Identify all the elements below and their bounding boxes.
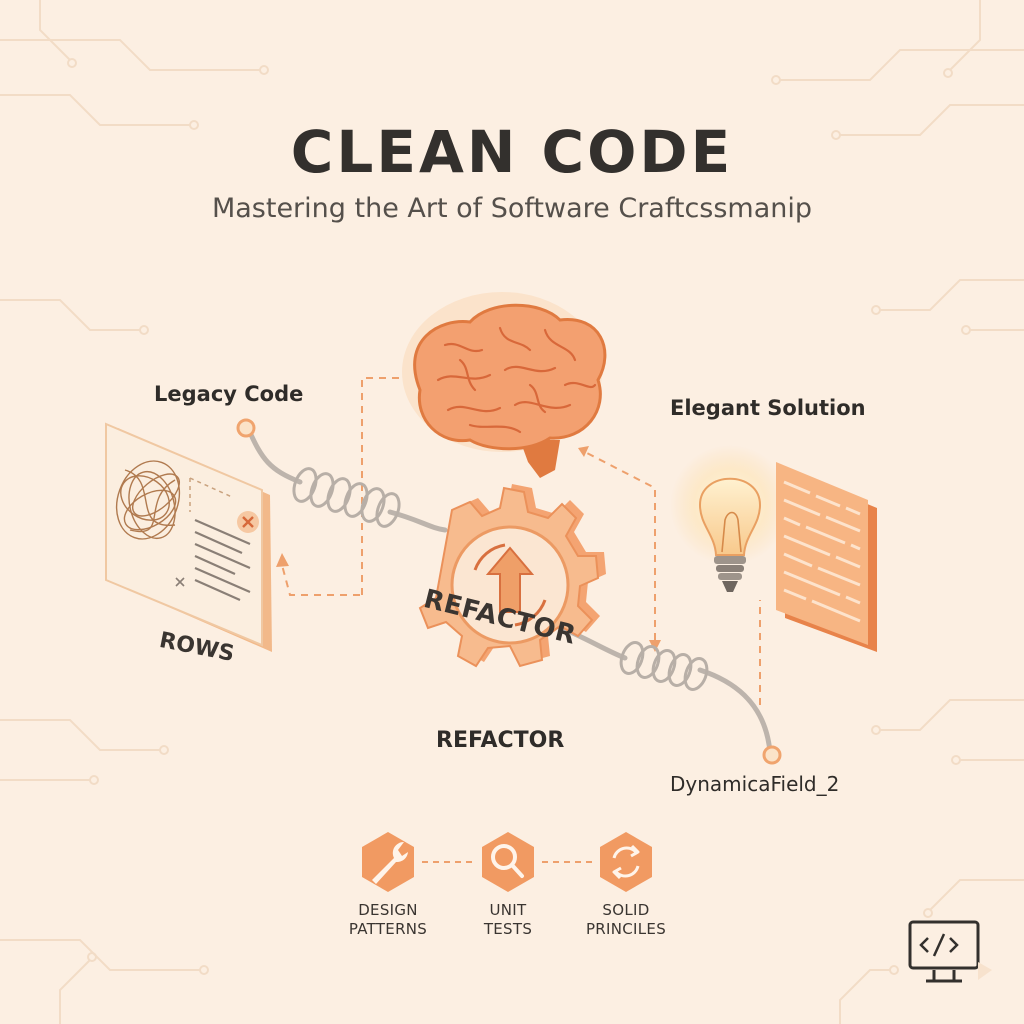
tangled-lines-icon — [115, 460, 181, 540]
badge-unit-tests[interactable] — [482, 832, 534, 892]
field-node-dot — [762, 745, 782, 765]
page-title: CLEAN CODE — [290, 118, 734, 186]
error-x-icon — [237, 511, 259, 533]
refactor-label: REFACTOR — [436, 728, 565, 753]
legacy-code-label: Legacy Code — [154, 382, 304, 406]
refactor-gear-icon — [418, 484, 606, 668]
brain-icon — [402, 292, 607, 478]
badge-solid-principles[interactable] — [600, 832, 652, 892]
flow-arrows — [281, 377, 761, 705]
spring-left — [292, 467, 401, 528]
spring-right — [619, 641, 709, 691]
clean-code-panel — [776, 462, 877, 652]
refresh-icon — [612, 844, 640, 880]
cursor-shape — [978, 962, 992, 980]
wrench-icon — [372, 841, 408, 884]
lightbulb-icon — [670, 445, 790, 592]
code-monitor-icon — [908, 920, 980, 983]
badge-design-patterns[interactable] — [362, 832, 414, 892]
dynamic-field-label: DynamicaField_2 — [670, 772, 840, 796]
page-subtitle: Mastering the Art of Software Craftcssma… — [211, 193, 813, 224]
legacy-node-dot — [236, 418, 256, 438]
magnifier-icon — [491, 844, 524, 878]
legacy-code-card — [105, 422, 272, 652]
elegant-solution-label: Elegant Solution — [670, 396, 866, 420]
